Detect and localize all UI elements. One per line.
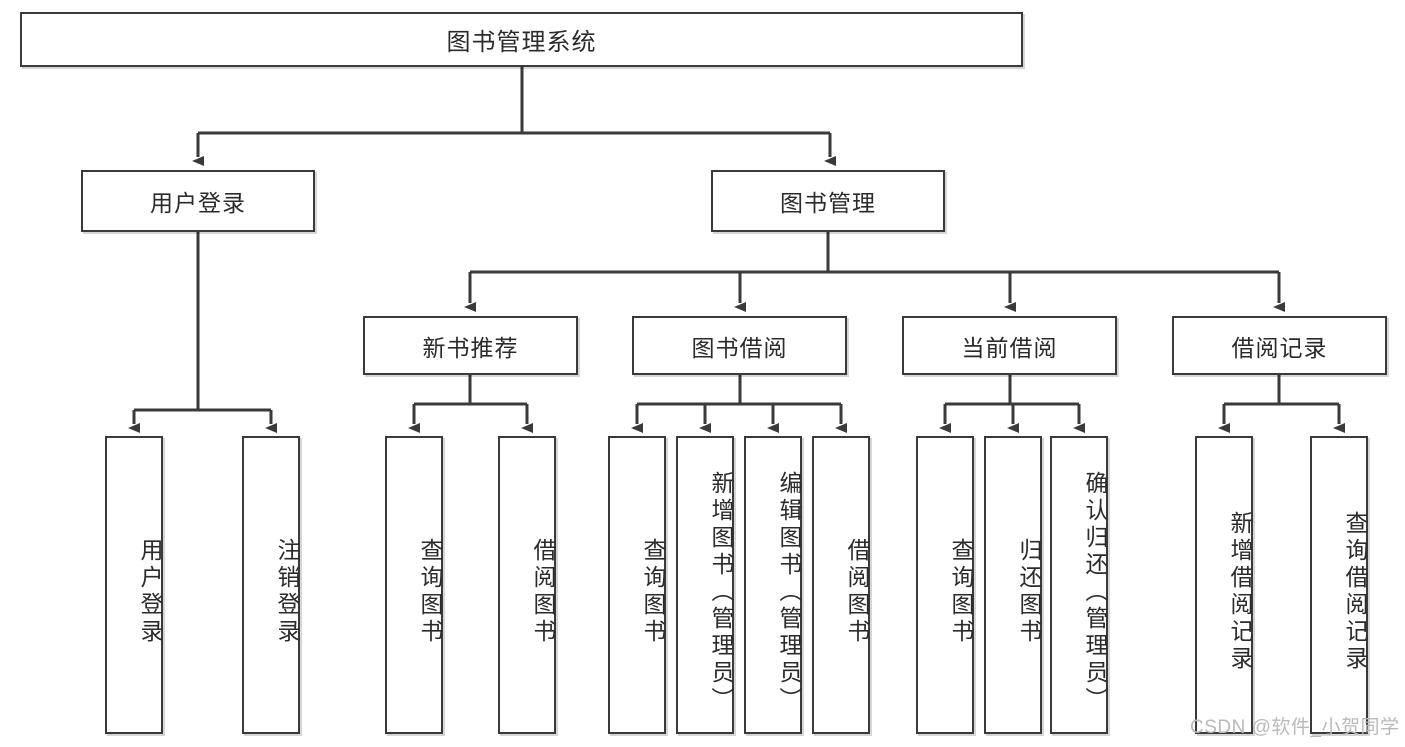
node-label: 图书管理 [780, 190, 876, 216]
leaf-borrow-record-add-record[interactable]: 新增借阅记录 [1195, 436, 1253, 734]
node-label: 用户登录 [150, 190, 246, 216]
node-label: 借阅图书 [530, 538, 556, 646]
leaf-book-borrow-add-book-admin[interactable]: 新增图书（管理员） [676, 436, 734, 734]
node-label: 确认归还（管理员） [1082, 470, 1108, 714]
node-label: 查询图书 [417, 538, 443, 646]
node-label: 查询图书 [640, 538, 666, 646]
node-new-book-recommend[interactable]: 新书推荐 [363, 316, 578, 375]
leaf-user-login-logout[interactable]: 注销登录 [242, 436, 300, 734]
node-label: 当前借阅 [961, 334, 1058, 361]
node-label: 图书借阅 [691, 334, 788, 361]
node-label: 编辑图书（管理员） [776, 470, 802, 714]
node-label: 借阅记录 [1231, 334, 1328, 361]
csdn-watermark: CSDN @软件_小贺同学 [1190, 717, 1400, 738]
leaf-new-book-borrow-book[interactable]: 借阅图书 [498, 436, 556, 734]
node-label: 新增图书（管理员） [708, 470, 734, 714]
node-label: 新增借阅记录 [1227, 511, 1253, 673]
leaf-user-login-login[interactable]: 用户登录 [105, 436, 163, 734]
node-book-management[interactable]: 图书管理 [711, 170, 945, 232]
node-user-login[interactable]: 用户登录 [81, 170, 315, 232]
node-label: 图书管理系统 [446, 29, 597, 56]
node-label: 查询借阅记录 [1342, 511, 1368, 673]
node-label: 用户登录 [137, 538, 163, 646]
leaf-book-borrow-query-book[interactable]: 查询图书 [608, 436, 666, 734]
node-label: 新书推荐 [422, 334, 519, 361]
leaf-current-borrow-query-book[interactable]: 查询图书 [916, 436, 974, 734]
leaf-book-borrow-borrow-book[interactable]: 借阅图书 [812, 436, 870, 734]
leaf-book-borrow-edit-book-admin[interactable]: 编辑图书（管理员） [744, 436, 802, 734]
node-label: 注销登录 [274, 538, 300, 646]
node-label: 借阅图书 [844, 538, 870, 646]
leaf-borrow-record-query-record[interactable]: 查询借阅记录 [1310, 436, 1368, 734]
leaf-current-borrow-confirm-return-admin[interactable]: 确认归还（管理员） [1050, 436, 1108, 734]
node-label: 查询图书 [948, 538, 974, 646]
node-book-borrow[interactable]: 图书借阅 [632, 316, 847, 375]
leaf-new-book-query-book[interactable]: 查询图书 [385, 436, 443, 734]
node-root-book-management-system[interactable]: 图书管理系统 [20, 12, 1023, 67]
leaf-current-borrow-return-book[interactable]: 归还图书 [984, 436, 1042, 734]
node-borrow-record[interactable]: 借阅记录 [1172, 316, 1387, 375]
node-label: 归还图书 [1016, 538, 1042, 646]
node-current-borrow[interactable]: 当前借阅 [902, 316, 1117, 375]
